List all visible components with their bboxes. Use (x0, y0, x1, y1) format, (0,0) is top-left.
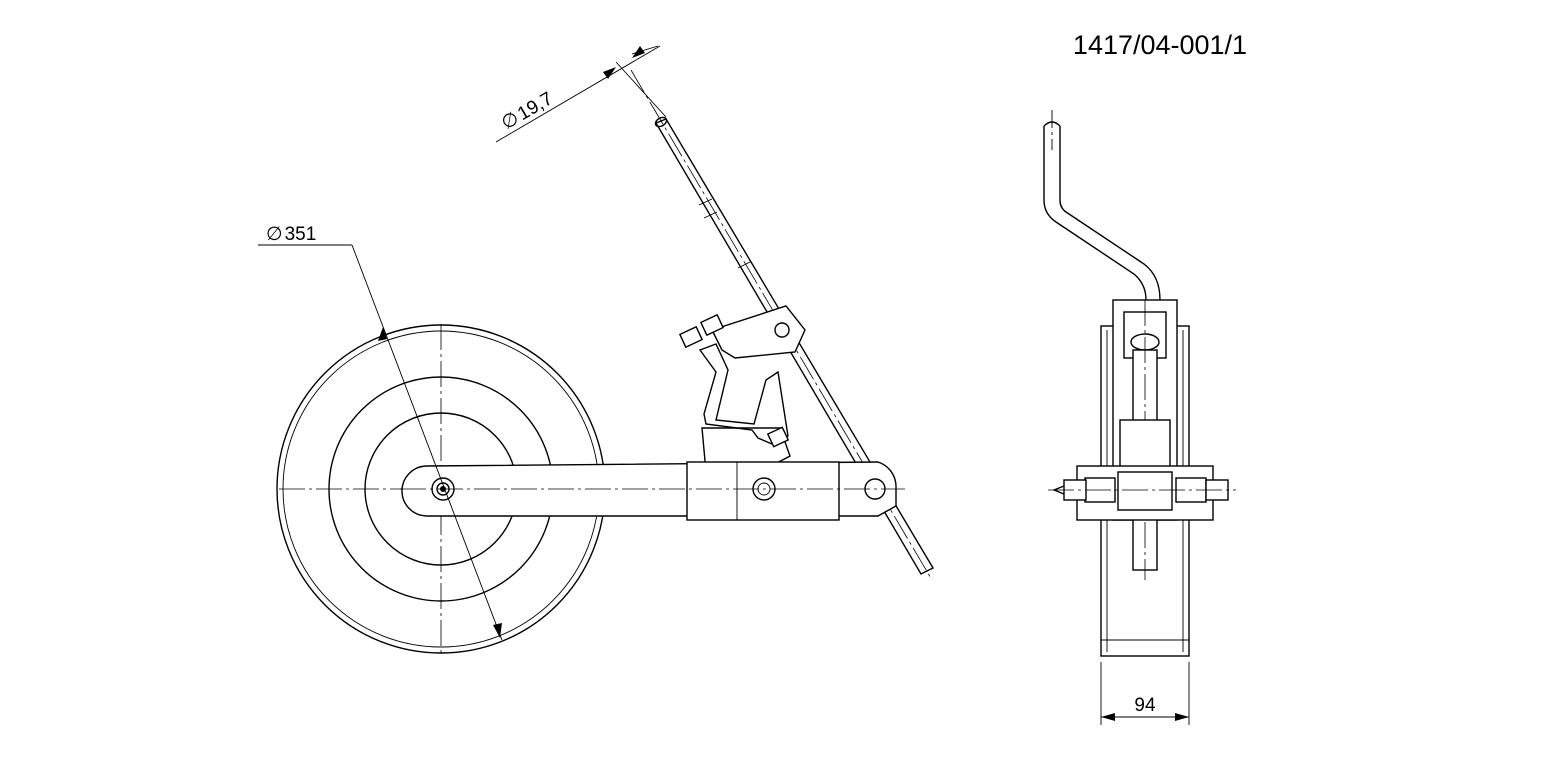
wheel-diameter-value: 351 (285, 224, 317, 245)
front-view: 94 (1043, 110, 1236, 725)
bracket-upper-clamp (711, 305, 806, 359)
bracket-bent-strap (698, 343, 789, 445)
shaft-end-top (654, 116, 668, 128)
wheel-dim-arrow-bottom (493, 623, 502, 638)
front-crank-inner (1059, 126, 1161, 312)
nut-upper-left (678, 325, 704, 349)
wheel-diameter-label: ∅351 (266, 224, 316, 245)
wheel-diameter-symbol: ∅ (266, 224, 283, 245)
shaft-mark-3 (737, 261, 751, 269)
nut-upper-right (699, 313, 725, 337)
nut-lower (766, 426, 790, 448)
wheel-arm (400, 461, 905, 521)
bracket (678, 305, 806, 473)
width-value: 94 (1134, 695, 1156, 716)
wheel-dim-line (351, 244, 503, 641)
arm-clamp-block (686, 461, 840, 521)
front-crank-outer (1043, 126, 1147, 312)
shaft-mark-2 (703, 211, 718, 219)
shaft-diameter-value: 19,7 (514, 88, 557, 125)
shaft-ext-line-1 (615, 61, 667, 118)
side-view: ∅351 ∅19,7 (258, 45, 934, 655)
width-arrow-right (1175, 713, 1189, 721)
shaft-dim-line (495, 45, 661, 143)
shaft-diameter-dimension: ∅19,7 (495, 45, 667, 143)
wheel-dim-arrow-top (378, 327, 387, 341)
shaft-mark-1 (698, 198, 713, 206)
front-middle-block (1119, 419, 1171, 471)
front-axle-center-block (1117, 471, 1173, 511)
shaft-dim-arrow-2 (632, 46, 645, 58)
wheel-diameter-dimension: ∅351 (258, 224, 503, 641)
shaft-dim-arrow-1 (603, 67, 616, 79)
clamp-bolt-hole (774, 322, 790, 338)
shaft-diameter-label: ∅19,7 (498, 88, 557, 134)
drawing-number: 1417/04-001/1 (1073, 30, 1247, 60)
width-dimension: 94 (1100, 662, 1190, 725)
width-arrow-left (1101, 713, 1115, 721)
